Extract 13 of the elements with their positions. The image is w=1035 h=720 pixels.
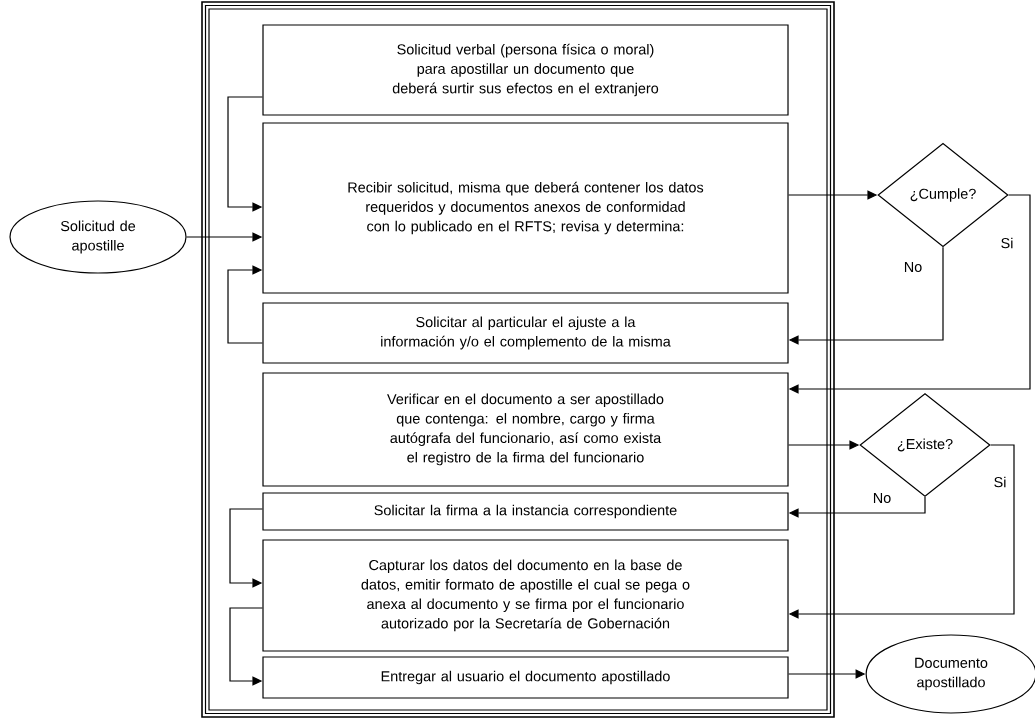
process-box: Recibir solicitud, misma que deberá contener los datos requeridos y documentos anexos de conformidad con lo publicado en el RFTS; revisa y determina: bbox=[262, 122, 789, 294]
edge-label: Si bbox=[992, 475, 1008, 489]
process-box: Entregar al usuario el documento apostillado bbox=[262, 656, 789, 699]
arrow bbox=[229, 607, 263, 686]
process-box: Solicitar al particular el ajuste a la información y/o el complemento de la misma bbox=[262, 302, 789, 364]
process-box: Verificar en el documento a ser apostillado que contenga: el nombre, cargo y firma autógrafa del funcionario, así como exista el registro de la firma del funcionario bbox=[262, 372, 789, 487]
arrow bbox=[229, 508, 263, 588]
arrow bbox=[227, 265, 263, 344]
process-box: Capturar los datos del documento en la base de datos, emitir formato de apostille el cual se pega o anexa al documento y se firma por el funcionario autorizado por la Secretaría de Gobernación bbox=[262, 539, 789, 652]
process-box: Solicitud verbal (persona física o moral) para apostillar un documento que deberá surtir sus efectos en el extranjero bbox=[262, 24, 789, 116]
process-box: Solicitar la firma a la instancia correspondiente bbox=[262, 492, 789, 531]
arrow bbox=[227, 96, 263, 212]
edge-label: No bbox=[902, 260, 924, 274]
